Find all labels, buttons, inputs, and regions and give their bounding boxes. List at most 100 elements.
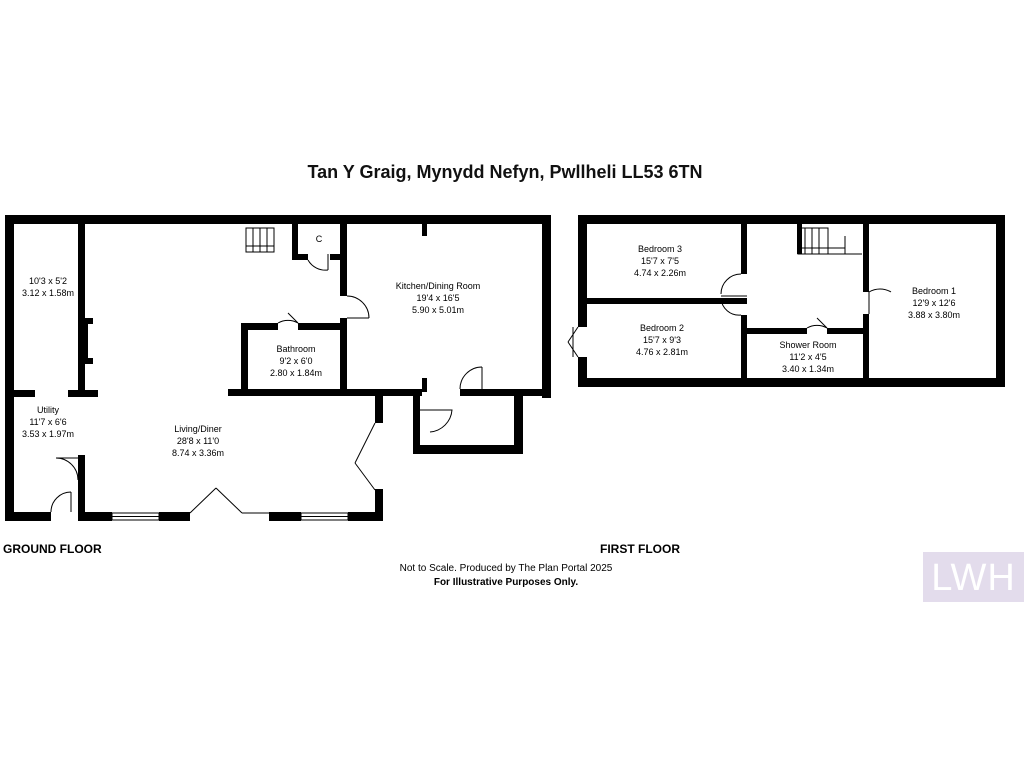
wall (241, 323, 278, 330)
door (420, 409, 453, 433)
room-store: 10'3 x 5'2 3.12 x 1.58m (22, 276, 74, 298)
room-name: Bedroom 1 (912, 286, 956, 296)
door (720, 297, 742, 316)
room-name: Bathroom (276, 344, 315, 354)
wall (269, 512, 301, 521)
door (50, 491, 72, 513)
wall (422, 224, 427, 236)
wall (348, 512, 382, 521)
wall (578, 215, 587, 327)
wall (14, 390, 35, 397)
door (354, 422, 376, 464)
wall (996, 215, 1005, 387)
wall (68, 390, 98, 397)
wall (578, 357, 587, 387)
room-utility: Utility 11'7 x 6'6 3.53 x 1.97m (22, 405, 74, 439)
room-name: Utility (37, 405, 59, 415)
room-dims-imperial: 11'2 x 4'5 (789, 352, 826, 362)
wall (741, 224, 747, 274)
room-bedroom-1: Bedroom 1 12'9 x 12'6 3.88 x 3.80m (908, 286, 960, 320)
room-dims-metric: 5.90 x 5.01m (412, 305, 464, 315)
room-name: Shower Room (779, 340, 836, 350)
room-bedroom-2: Bedroom 2 15'7 x 9'3 4.76 x 2.81m (636, 323, 688, 357)
room-shower: Shower Room 11'2 x 4'5 3.40 x 1.34m (779, 340, 836, 374)
wall (375, 489, 383, 521)
stairs (245, 227, 275, 253)
wall (292, 254, 308, 260)
door (277, 319, 299, 324)
wall (747, 328, 807, 334)
wall (292, 224, 298, 258)
wall (460, 389, 551, 396)
door (55, 457, 79, 481)
wall (514, 396, 523, 454)
room-dims-metric: 4.76 x 2.81m (636, 347, 688, 357)
room-bathroom: Bathroom 9'2 x 6'0 2.80 x 1.84m (270, 344, 322, 378)
agency-logo: LWH (923, 552, 1024, 602)
room-dims-metric: 4.74 x 2.26m (634, 268, 686, 278)
scale-note: Not to Scale. Produced by The Plan Porta… (399, 563, 613, 574)
first-floor-label: FIRST FLOOR (600, 542, 680, 556)
door (806, 324, 828, 329)
room-dims-metric: 3.12 x 1.58m (22, 288, 74, 298)
stairs (797, 227, 862, 255)
wall (78, 455, 85, 521)
cupboard-label: C (316, 234, 323, 244)
wall (241, 323, 248, 396)
wall (5, 215, 14, 521)
wall (330, 254, 347, 260)
room-dims-imperial: 12'9 x 12'6 (913, 298, 956, 308)
room-bedroom-3: Bedroom 3 15'7 x 7'5 4.74 x 2.26m (634, 244, 686, 278)
room-name: Bedroom 2 (640, 323, 684, 333)
room-dims-imperial: 28'8 x 11'0 (177, 436, 219, 446)
wall (827, 328, 866, 334)
first-floor-plan (567, 215, 1005, 387)
room-living: Living/Diner 28'8 x 11'0 8.74 x 3.36m (172, 424, 224, 458)
wall (228, 389, 422, 396)
door (459, 366, 483, 390)
wall (413, 445, 523, 454)
wall (863, 224, 869, 292)
door (307, 259, 329, 271)
room-dims-metric: 3.88 x 3.80m (908, 310, 960, 320)
wall (578, 378, 1005, 387)
room-dims-imperial: 11'7 x 6'6 (29, 417, 66, 427)
room-dims-imperial: 15'7 x 7'5 (641, 256, 679, 266)
room-name: Kitchen/Dining Room (396, 281, 481, 291)
room-dims-imperial: 9'2 x 6'0 (280, 356, 313, 366)
wall (422, 378, 427, 392)
wall (578, 215, 1005, 224)
room-dims-metric: 2.80 x 1.84m (270, 368, 322, 378)
ground-floor-plan (5, 215, 551, 521)
wall (340, 318, 347, 396)
room-dims-metric: 3.40 x 1.34m (782, 364, 834, 374)
wall (78, 224, 85, 392)
wall (863, 314, 869, 387)
room-name: Living/Diner (174, 424, 222, 434)
room-dims-imperial: 19'4 x 16'5 (417, 293, 460, 303)
wall (159, 512, 190, 521)
wall (542, 215, 551, 398)
door (868, 288, 892, 293)
wall (375, 396, 383, 423)
room-dims-metric: 8.74 x 3.36m (172, 448, 224, 458)
wall (298, 323, 347, 330)
door (346, 295, 370, 319)
wall (741, 315, 747, 387)
room-dims-imperial: 15'7 x 9'3 (643, 335, 681, 345)
wall (5, 512, 51, 521)
room-dims-metric: 3.53 x 1.97m (22, 429, 74, 439)
wall (587, 298, 747, 304)
room-name: Bedroom 3 (638, 244, 682, 254)
wall (78, 512, 112, 521)
wall (5, 215, 551, 224)
bay-door (189, 487, 217, 514)
plan-title: Tan Y Graig, Mynydd Nefyn, Pwllheli LL53… (307, 162, 703, 182)
room-dims-imperial: 10'3 x 5'2 (29, 276, 67, 286)
illustrative-note: For Illustrative Purposes Only. (433, 577, 579, 588)
wall (413, 396, 420, 454)
wall (797, 224, 802, 254)
door (720, 273, 742, 295)
room-kitchen: Kitchen/Dining Room 19'4 x 16'5 5.90 x 5… (396, 281, 481, 315)
